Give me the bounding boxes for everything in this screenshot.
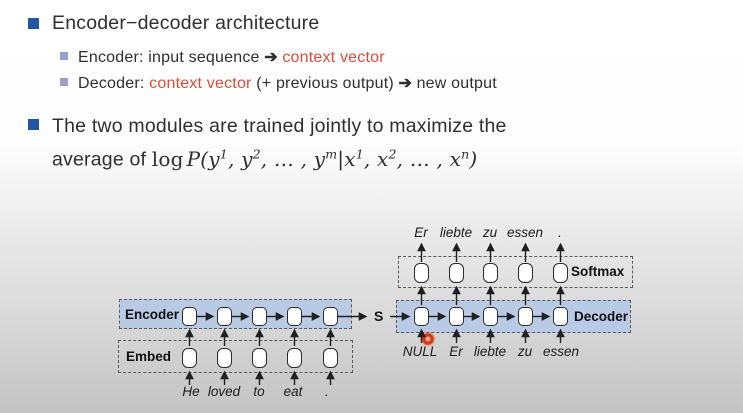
sub1-highlight: context vector [277,49,385,66]
sub1-pre: Encoder: input sequence [78,49,265,66]
softmax-label: Softmax [571,264,625,279]
decoder-node [483,307,498,326]
decoder-input-word: NULL [402,344,438,359]
bullet-square-icon [28,18,39,29]
main-bullet-1-text: Encoder−decoder architecture [52,12,320,34]
embed-node [252,348,267,368]
sub2-mid: (+ previous output) [251,75,399,92]
softmax-node [553,263,568,283]
embed-label: Embed [126,349,172,364]
bullet-square-icon [28,119,39,130]
encoder-label: Encoder [125,307,180,322]
embed-node [217,348,232,368]
softmax-node [483,263,498,283]
output-word: essen [506,225,544,240]
sub-bullet-decoder: Decoder: context vector (+ previous outp… [60,73,497,93]
decoder-input-word: essen [542,344,580,359]
main-bullet-1: Encoder−decoder architecture [28,12,319,35]
softmax-node [518,263,533,283]
laser-pointer-dot [420,331,436,347]
decoder-node [553,307,568,326]
output-word: . [558,225,562,240]
sub2-pre: Decoder: [78,75,150,92]
encoder-node [252,307,267,326]
encoder-node [182,307,197,326]
decoder-node [414,307,429,326]
sub2-highlight: context vector [149,75,252,92]
decoder-input-word: zu [517,344,533,359]
softmax-node [449,263,464,283]
encoder-box [119,299,352,329]
context-vector-s-label: S [374,308,384,324]
decoder-node [518,307,533,326]
input-word: loved [207,384,241,399]
encoder-node [287,307,302,326]
input-word: to [253,384,265,399]
embed-node [182,348,197,368]
encoder-node [217,307,232,326]
embed-node [323,348,338,368]
decoder-input-word: liebte [473,344,507,359]
output-word: Er [414,225,428,240]
encoder-node [323,307,338,326]
decoder-node [449,307,464,326]
main-bullet-2: The two modules are trained jointly to m… [52,112,507,174]
decoder-input-word: Er [449,344,463,359]
decoder-label: Decoder [574,309,629,324]
sub-bullet-square-icon [60,78,68,86]
sub2-post: new output [411,75,497,92]
sub-bullet-encoder: Encoder: input sequence ➔ context vector [60,47,385,67]
right-arrow-icon: ➔ [264,49,278,66]
output-word: zu [482,225,498,240]
sub-bullet-square-icon [60,52,68,60]
input-word: eat [283,384,303,399]
output-word: liebte [439,225,473,240]
softmax-box [398,256,633,288]
softmax-node [414,263,429,283]
main-bullet-2-line1: The two modules are trained jointly to m… [52,115,507,137]
input-word: . [325,384,329,399]
line2-prefix: average of [52,148,152,171]
embed-box [118,340,353,373]
embed-node [287,348,302,368]
input-word: He [182,384,200,399]
right-arrow-icon: ➔ [398,75,412,92]
